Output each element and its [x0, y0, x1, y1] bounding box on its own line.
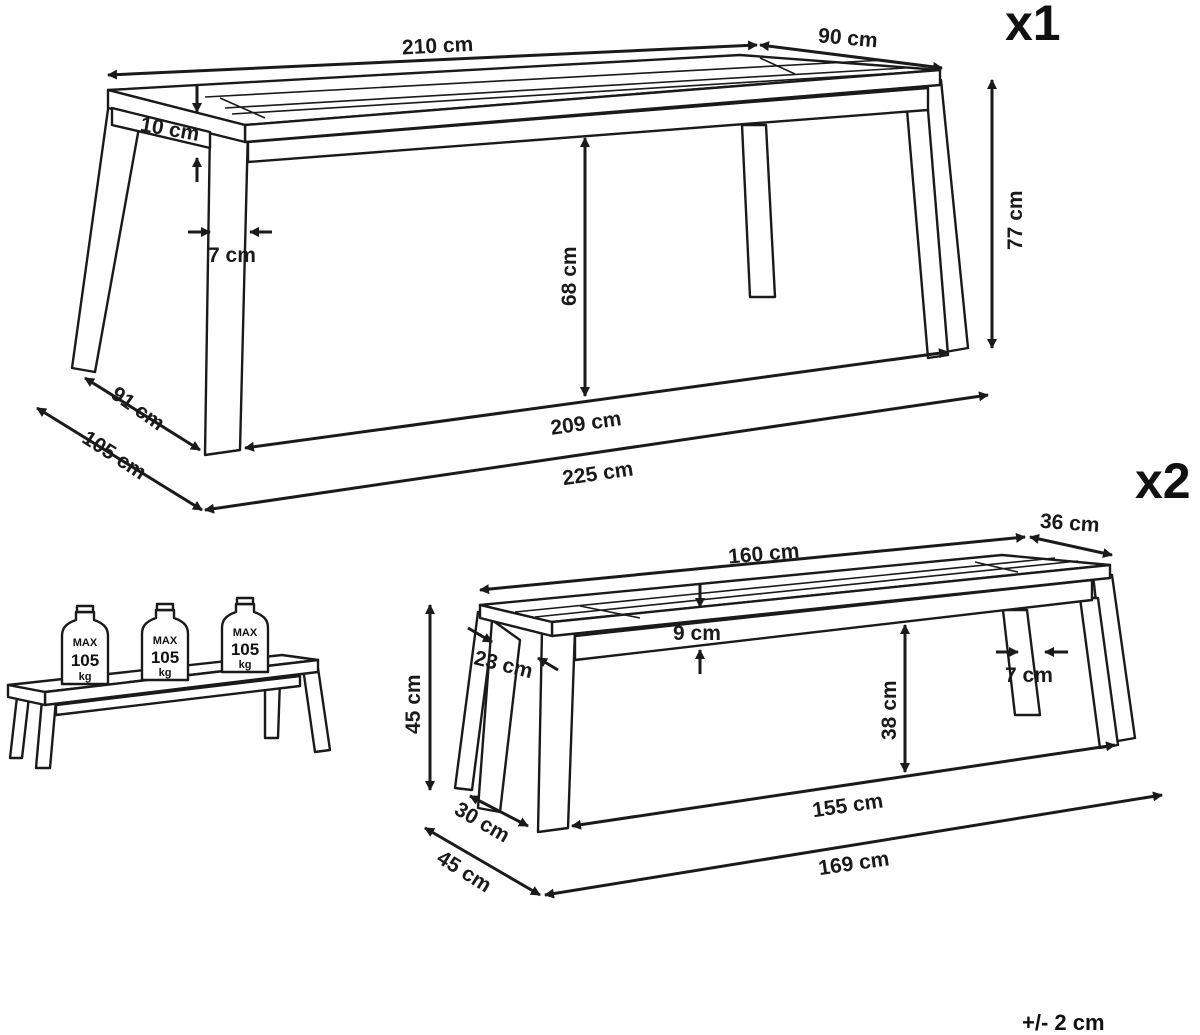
table-apron-side: [110, 106, 212, 150]
weight-1: MAX 105 kg: [60, 604, 110, 686]
label-bench-height: 45 cm: [402, 674, 425, 734]
bench-top-side-edge: [478, 603, 554, 638]
bench-dimension-lines: [424, 532, 1163, 899]
weight-1-unit: kg: [79, 671, 92, 683]
arrow-bench-inner-width: [469, 794, 529, 828]
weight-1-max: MAX: [73, 637, 98, 649]
weight-icon: [220, 602, 270, 674]
table-apron: [246, 86, 930, 164]
arrow-table-outer-width: [36, 406, 203, 512]
arrow-bench-leg-depth-right: [537, 656, 559, 672]
label-bench-length-top: 160 cm: [727, 539, 800, 568]
weight-2-unit: kg: [159, 667, 172, 679]
label-table-inner-width: 91 cm: [107, 382, 169, 435]
label-table-outer-width: 105 cm: [78, 426, 150, 484]
arrow-bench-leg-depth-left: [467, 626, 493, 644]
arrow-bench-width-top: [1029, 534, 1113, 558]
label-table-clearance: 68 cm: [558, 246, 581, 306]
arrow-table-length-top: [107, 40, 758, 80]
weight-icon: [140, 608, 190, 682]
weight-2-max: MAX: [153, 635, 178, 647]
bench-apron: [573, 578, 1094, 662]
arrow-bench-length-top: [479, 532, 1026, 595]
label-table-width-top: 90 cm: [817, 24, 878, 52]
arrow-table-width-top: [759, 41, 943, 72]
weight-3-value: 105: [231, 640, 259, 659]
bench-drawing: [453, 553, 1137, 834]
weight-3-max: MAX: [233, 627, 258, 639]
table-leg-left-end: [70, 93, 142, 374]
bench-quantity: x2: [1135, 453, 1191, 509]
label-bench-outer-width: 45 cm: [433, 846, 496, 897]
table-top-side-edge: [106, 88, 247, 144]
label-bench-apron: 9 cm: [673, 622, 721, 645]
table-drawing: [70, 53, 970, 457]
weight-2: MAX 105 kg: [140, 602, 190, 682]
label-table-outer-length: 225 cm: [561, 457, 635, 490]
weight-2-value: 105: [151, 648, 179, 667]
table-leg-back-right: [740, 123, 777, 299]
table-quantity: x1: [1005, 0, 1061, 51]
label-bench-outer-length: 169 cm: [817, 847, 891, 880]
label-table-inner-length: 209 cm: [549, 407, 623, 440]
weight-1-value: 105: [71, 651, 99, 670]
label-bench-leg: 7 cm: [1005, 664, 1053, 687]
weight-3: MAX 105 kg: [220, 596, 270, 674]
label-bench-width-top: 36 cm: [1039, 510, 1100, 537]
label-bench-inner-length: 155 cm: [811, 789, 885, 822]
table-dimension-lines: [36, 40, 997, 514]
weight-icon: [60, 610, 110, 686]
label-bench-clearance: 38 cm: [878, 680, 901, 740]
bench-leg-back-right: [1001, 608, 1042, 717]
label-table-length-top: 210 cm: [401, 33, 473, 60]
label-table-leg: 7 cm: [208, 244, 256, 267]
arrow-bench-outer-length: [544, 791, 1163, 899]
label-table-height: 77 cm: [1004, 190, 1027, 250]
weight-3-unit: kg: [239, 659, 252, 671]
table-leg-front-left: [203, 126, 250, 457]
arrow-bench-outer-width: [424, 826, 541, 897]
arrow-table-outer-length: [204, 391, 989, 514]
tolerance-note: +/- 2 cm: [1022, 1010, 1105, 1035]
